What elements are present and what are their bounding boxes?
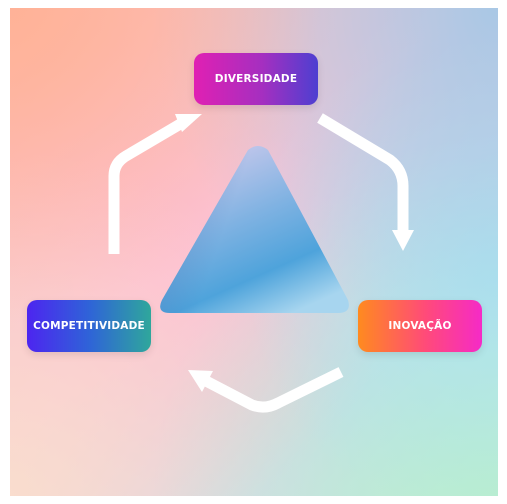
diagram-canvas: DIVERSIDADE INOVAÇÃO COMPETITIVIDADE [10, 8, 498, 496]
node-inovacao: INOVAÇÃO [358, 300, 482, 352]
cycle-arrow-icon [188, 367, 344, 413]
center-triangle-shade [160, 146, 349, 313]
node-diversidade-label: DIVERSIDADE [214, 73, 298, 85]
node-diversidade: DIVERSIDADE [194, 53, 318, 105]
node-competitividade-label: COMPETITIVIDADE [33, 320, 145, 332]
cycle-arrow-icon [317, 113, 414, 251]
cycle-diagram [108, 113, 414, 413]
node-inovacao-label: INOVAÇÃO [388, 320, 452, 332]
cycle-arrow-icon [108, 114, 202, 254]
node-competitividade: COMPETITIVIDADE [27, 300, 151, 352]
